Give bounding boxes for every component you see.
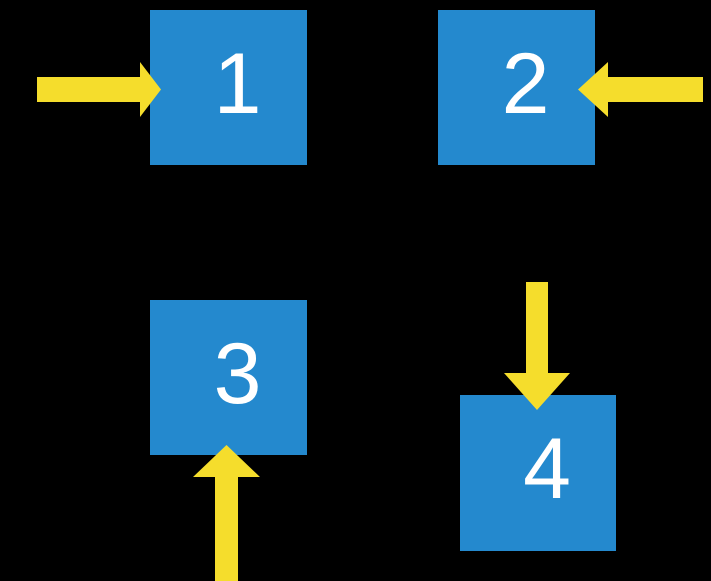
node-box-2[interactable] bbox=[438, 10, 595, 165]
node-box-4[interactable] bbox=[460, 395, 616, 551]
node-label-1: 1 bbox=[213, 36, 262, 132]
node-label-3: 3 bbox=[213, 326, 262, 422]
node-label-2: 2 bbox=[501, 36, 550, 132]
arrow-up-into-box-3-icon[interactable] bbox=[193, 445, 260, 581]
node-box-3[interactable] bbox=[150, 300, 307, 455]
arrow-left-into-box-2-icon[interactable] bbox=[578, 62, 703, 117]
node-label-4: 4 bbox=[523, 421, 571, 517]
arrow-down-into-box-4-icon[interactable] bbox=[504, 282, 570, 410]
node-box-1[interactable] bbox=[150, 10, 307, 165]
arrow-right-into-box-1-icon[interactable] bbox=[37, 62, 161, 117]
